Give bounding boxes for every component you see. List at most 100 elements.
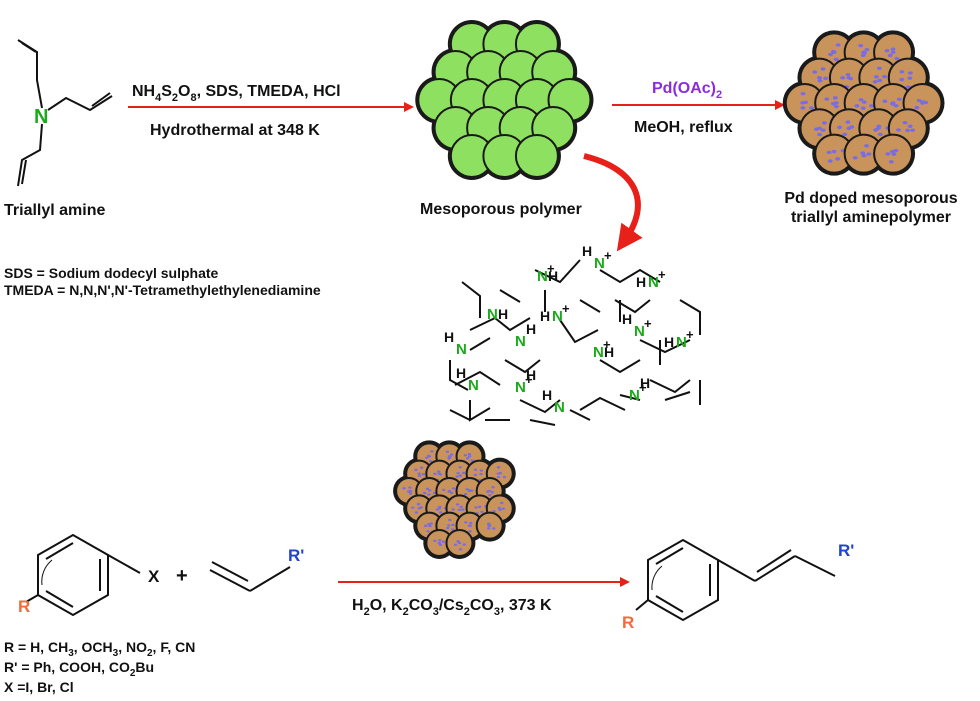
catalyst-cluster: [393, 440, 516, 559]
pd-nanoparticle: [882, 74, 888, 79]
polymer-chain-bond: [599, 359, 641, 374]
tmeda-definition: TMEDA = N,N,N',N'-Tetramethylethylenedia…: [4, 282, 321, 298]
pd-nanoparticle: [890, 47, 896, 51]
pd-nanoparticle: [861, 153, 867, 158]
pd-nanoparticle: [425, 487, 430, 490]
pd-nanoparticle: [858, 98, 864, 102]
hydrogen-atom: H: [640, 375, 650, 391]
hydrogen-atom: H: [526, 321, 536, 337]
pd-nanoparticle: [438, 543, 443, 546]
polymer-chain-bond: [639, 339, 691, 354]
pd-nanoparticle: [432, 491, 437, 495]
zoom-in-arrow: [583, 153, 643, 252]
polymer-chain-bond: [449, 409, 471, 421]
hydrogen-atom: H: [622, 311, 632, 327]
pd-nanoparticle: [824, 97, 830, 101]
polymer-chain-bond: [469, 337, 491, 351]
pd-nanoparticle: [492, 527, 496, 530]
ammonium-nitrogen: N: [593, 344, 604, 361]
positive-charge: +: [547, 261, 555, 276]
pd-nanoparticle: [455, 503, 460, 506]
pd-nanoparticle: [449, 491, 454, 495]
x-definition: X =I, Br, Cl: [4, 679, 74, 695]
pd-nanoparticle: [451, 508, 455, 511]
pd-nanoparticle: [854, 104, 860, 108]
r-definition: R = H, CH3, OCH3, NO2, F, CN: [4, 639, 195, 659]
pd-nanoparticle: [442, 488, 446, 491]
pd-nanoparticle: [419, 466, 424, 469]
bead: [514, 133, 559, 178]
pd-nanoparticle: [451, 487, 456, 490]
positive-charge: +: [644, 316, 652, 331]
pd-nanoparticle: [465, 488, 469, 491]
pd-nanoparticle: [864, 47, 870, 52]
pd-nanoparticle: [427, 523, 431, 526]
pd-nanoparticle: [889, 149, 895, 154]
pd-nanoparticle: [425, 456, 429, 459]
pd-nanoparticle: [916, 98, 922, 103]
svg-text:NH4S2O8, SDS, TMEDA, HCl: NH4S2O8, SDS, TMEDA, HCl: [132, 83, 341, 104]
positive-charge: +: [562, 301, 570, 316]
pd-nanoparticle: [437, 541, 441, 545]
product-r-label: R: [622, 613, 634, 632]
pd-nanoparticle: [458, 548, 463, 551]
pd-nanoparticle: [896, 97, 902, 101]
pd-nanoparticle: [496, 466, 501, 469]
pd-nanoparticle: [463, 454, 468, 457]
mesoporous-polymer-cluster: [415, 19, 594, 180]
pd-nanoparticle: [852, 156, 858, 160]
pd-nanoparticle: [899, 70, 905, 74]
pd-nanoparticle: [487, 522, 491, 525]
pd-nanoparticle: [835, 43, 841, 47]
plus-sign: +: [176, 565, 188, 587]
pd-nanoparticle: [837, 125, 843, 129]
pd-nanoparticle: [459, 505, 463, 509]
pd-nanoparticle: [846, 126, 852, 131]
pd-nanoparticle: [830, 49, 836, 54]
pd-nanoparticle: [800, 101, 806, 105]
pd-nanoparticle: [467, 453, 472, 456]
pd-nanoparticle: [430, 450, 434, 453]
pd-nanoparticle: [491, 486, 495, 489]
pd-nanoparticle: [502, 475, 507, 479]
heck-conditions: H2O, K2CO3/Cs2CO3, 373 K: [352, 597, 552, 618]
pd-nanoparticle: [860, 106, 866, 110]
ammonium-nitrogen: N: [552, 308, 563, 325]
pd-nanoparticle: [456, 471, 460, 475]
pd-nanoparticle: [492, 509, 496, 513]
pd-nanoparticle: [487, 489, 492, 493]
polymer-chain-bond: [599, 268, 661, 284]
pd-nanoparticle: [846, 75, 852, 80]
pd-nanoparticle: [455, 475, 459, 478]
pd-nanoparticle: [458, 474, 463, 477]
polymer-chain-bond: [454, 370, 501, 386]
product-structure: [635, 538, 836, 622]
pd-nanoparticle: [816, 75, 822, 80]
pd-nanoparticle: [845, 72, 851, 77]
pd-nanoparticle: [474, 506, 478, 509]
pd-nanoparticle: [842, 132, 848, 137]
pd-nanoparticle: [873, 75, 879, 79]
pd-nanoparticle: [894, 56, 900, 61]
pd-nanoparticle: [896, 128, 902, 132]
pd-nanoparticle: [866, 152, 872, 156]
polymer-chain-bond: [679, 299, 701, 335]
pd-nanoparticle: [893, 104, 899, 108]
hydrogen-atom: H: [456, 365, 466, 381]
pd-nanoparticle: [899, 77, 905, 82]
pd-nanoparticle: [427, 493, 431, 496]
hydrogen-atom: H: [636, 274, 646, 290]
pd-nanoparticle: [821, 121, 827, 125]
pd-nanoparticle: [820, 128, 826, 132]
positive-charge: +: [525, 372, 533, 387]
ammonium-nitrogen: N: [515, 333, 526, 350]
positive-charge: +: [658, 267, 666, 282]
r-prime-label: R': [288, 546, 304, 565]
pd-nanoparticle: [453, 543, 458, 546]
pd-nanoparticle: [446, 526, 450, 530]
polymer-chain-bond: [449, 360, 469, 391]
polymer-chain-bond: [559, 319, 599, 344]
pd-nanoparticle: [872, 80, 878, 84]
ammonium-nitrogen: N: [537, 268, 548, 285]
pd-nanoparticle: [831, 149, 837, 154]
